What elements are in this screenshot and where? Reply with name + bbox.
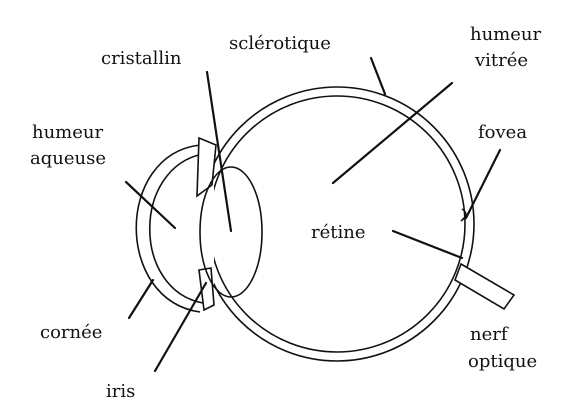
label-retine: rétine <box>311 222 366 243</box>
label-fovea: fovea <box>478 122 527 143</box>
leader-cornee <box>129 280 153 318</box>
leader-retine <box>393 231 462 258</box>
optic-nerve <box>455 264 514 309</box>
label-sclerotique: sclérotique <box>229 33 331 54</box>
label-humeur-aqueuse-line1: humeur <box>32 122 103 143</box>
leader-sclerotique <box>371 58 385 94</box>
label-nerf-optique-line1: nerf <box>470 324 509 345</box>
label-iris: iris <box>106 381 135 402</box>
label-cristallin: cristallin <box>101 48 182 69</box>
leader-fovea <box>466 150 500 218</box>
label-humeur-vitree-line1: humeur <box>470 24 541 45</box>
label-nerf-optique-line2: optique <box>468 351 537 372</box>
label-cornee: cornée <box>40 322 102 343</box>
label-humeur-vitree-line2: vitrée <box>474 50 528 71</box>
label-humeur-aqueuse-line2: aqueuse <box>30 148 106 169</box>
